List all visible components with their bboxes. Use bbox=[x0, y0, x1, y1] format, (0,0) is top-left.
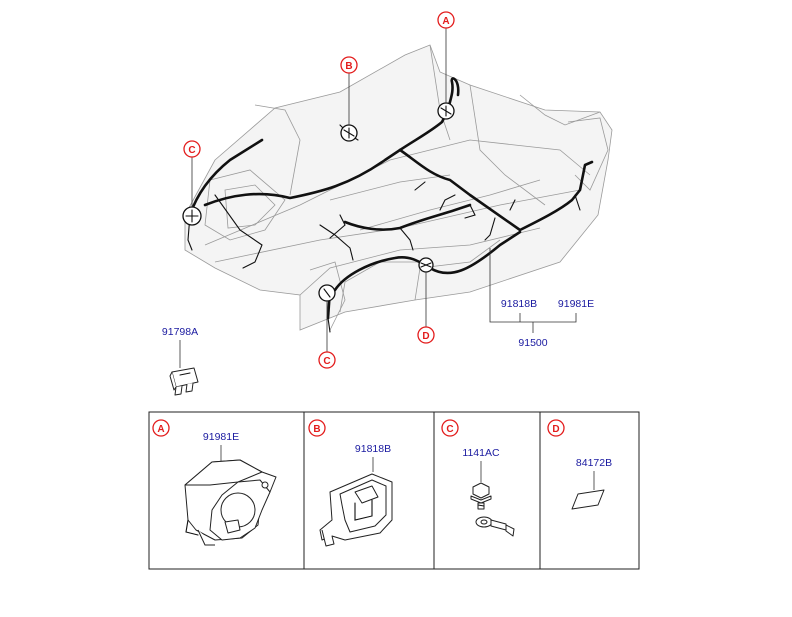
callout-d-label: D bbox=[422, 331, 429, 342]
panel-b-part-number: 91818B bbox=[355, 443, 391, 455]
callout-c-lower-label: C bbox=[323, 356, 330, 367]
callout-a-label: A bbox=[442, 16, 449, 27]
assembly-bracket bbox=[489, 248, 577, 333]
callout-d: D bbox=[417, 326, 435, 344]
detail-panel-c: C 1141AC bbox=[441, 419, 515, 537]
panel-a-letter: A bbox=[157, 424, 164, 435]
part-number-91500: 91500 bbox=[518, 337, 547, 349]
panel-c-letter: C bbox=[446, 424, 453, 435]
fuse-connector-icon bbox=[169, 367, 199, 396]
callout-a: A bbox=[437, 11, 455, 29]
ground-bolt-and-terminal-icon bbox=[470, 482, 515, 537]
harness-protector-cover-icon bbox=[184, 459, 277, 546]
callout-c-upper: C bbox=[183, 140, 201, 158]
detail-panel-a: A 91981E bbox=[152, 419, 277, 546]
detail-panel-b: B 91818B bbox=[308, 419, 393, 547]
panel-c-part-number: 1141AC bbox=[462, 447, 500, 459]
callout-c-lower: C bbox=[318, 351, 336, 369]
harness-bracket-cover-icon bbox=[319, 473, 393, 547]
callout-b-label: B bbox=[345, 61, 352, 72]
part-number-91798a: 91798A bbox=[162, 326, 198, 338]
panel-b-letter: B bbox=[313, 424, 320, 435]
detail-panel-d: D 84172B bbox=[547, 419, 612, 510]
callout-b: B bbox=[340, 56, 358, 74]
panel-d-letter: D bbox=[552, 424, 559, 435]
panel-d-part-number: 84172B bbox=[576, 457, 612, 469]
callout-c-upper-label: C bbox=[188, 145, 195, 156]
part-number-91981e: 91981E bbox=[558, 298, 594, 310]
panel-a-part-number: 91981E bbox=[203, 431, 239, 443]
detail-panels-frame bbox=[148, 411, 640, 570]
part-number-91818b: 91818B bbox=[501, 298, 537, 310]
pad-icon bbox=[571, 489, 605, 510]
floor-wiring-harness-illustration bbox=[182, 44, 613, 333]
